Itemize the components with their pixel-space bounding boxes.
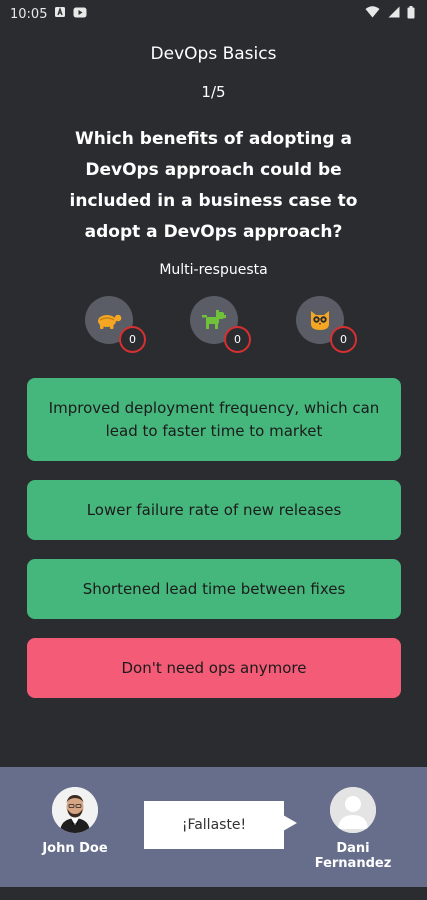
answer-mode: Multi-respuesta — [159, 262, 268, 278]
dog-count: 0 — [224, 326, 251, 353]
bubble-tail — [283, 815, 297, 831]
notification-a-icon — [54, 6, 66, 22]
players-footer: John Doe ¡Fallaste! Dani Fernandez — [0, 767, 427, 887]
avatar-placeholder-icon — [330, 787, 376, 833]
status-bar: 10:05 — [0, 0, 427, 28]
turtle-count: 0 — [119, 326, 146, 353]
status-time: 10:05 — [10, 6, 48, 22]
powerup-turtle[interactable]: 0 — [85, 296, 147, 353]
powerup-owl[interactable]: 0 — [296, 296, 358, 353]
powerups-row: 0 0 0 — [0, 296, 427, 353]
player-right-name: Dani Fernandez — [314, 841, 392, 871]
answer-option-3[interactable]: Shortened lead time between fixes — [27, 559, 401, 619]
owl-count: 0 — [330, 326, 357, 353]
player-right: Dani Fernandez — [298, 787, 408, 871]
answer-option-label: Shortened lead time between fixes — [82, 579, 346, 598]
quiz-title: DevOps Basics — [150, 44, 277, 64]
question-progress: 1/5 — [201, 83, 226, 101]
signal-icon — [387, 6, 400, 22]
answer-option-4[interactable]: Don't need ops anymore — [27, 638, 401, 698]
status-left: 10:05 — [10, 6, 87, 22]
answer-option-label: Lower failure rate of new releases — [86, 500, 342, 519]
avatar-john-doe — [52, 787, 98, 833]
answer-option-label: Don't need ops anymore — [121, 658, 307, 677]
answer-option-2[interactable]: Lower failure rate of new releases — [27, 480, 401, 540]
player-left-name: John Doe — [42, 841, 108, 856]
navigation-bar — [0, 887, 427, 900]
status-right — [365, 5, 415, 23]
feedback-message: ¡Fallaste! — [181, 817, 247, 833]
wifi-icon — [365, 6, 380, 22]
player-left: John Doe — [20, 787, 130, 856]
answer-option-1[interactable]: Improved deployment frequency, which can… — [27, 378, 401, 461]
question-text: Which benefits of adopting a DevOps appr… — [69, 129, 358, 242]
battery-icon — [407, 5, 415, 23]
answer-option-label: Improved deployment frequency, which can… — [48, 398, 380, 440]
youtube-icon — [73, 7, 87, 22]
powerup-dog[interactable]: 0 — [190, 296, 252, 353]
feedback-bubble: ¡Fallaste! — [144, 801, 284, 849]
